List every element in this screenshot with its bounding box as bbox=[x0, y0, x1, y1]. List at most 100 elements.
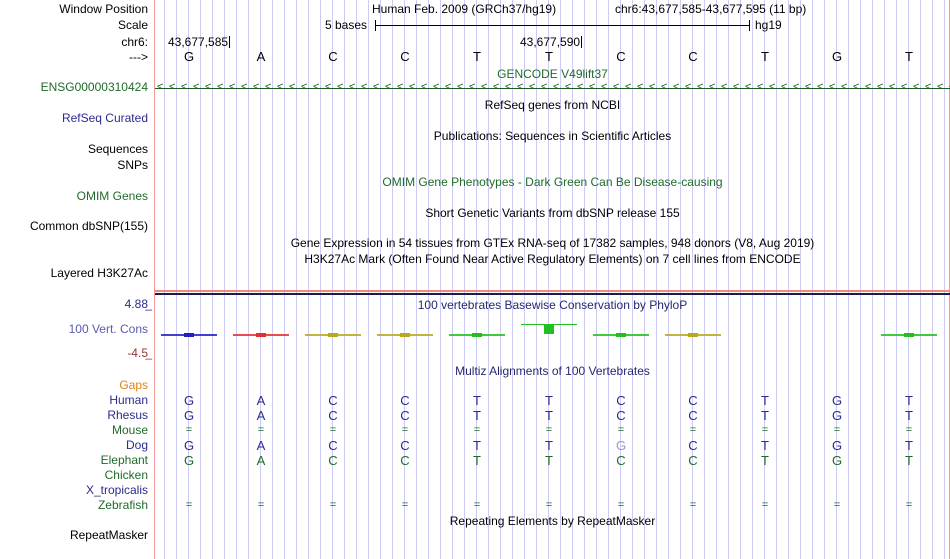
alignment-base: = bbox=[905, 424, 913, 436]
sidebar-item-vert-cons[interactable]: 100 Vert. Cons bbox=[68, 322, 148, 336]
strand-arrow-icon: < bbox=[157, 81, 164, 93]
alignment-base: = bbox=[329, 499, 337, 511]
ruler-base: C bbox=[616, 49, 626, 64]
sidebar-item-mouse[interactable]: Mouse bbox=[111, 423, 148, 437]
cons-max-tick: _ bbox=[145, 297, 152, 311]
panel-left-edge bbox=[154, 0, 155, 559]
strand-arrow-icon: < bbox=[733, 81, 740, 93]
strand-arrow-icon: < bbox=[937, 81, 944, 93]
alignment-base: T bbox=[761, 453, 769, 468]
phylop-tick bbox=[184, 333, 194, 337]
multiz-track-title[interactable]: Multiz Alignments of 100 Vertebrates bbox=[455, 364, 650, 378]
alignment-base: A bbox=[256, 438, 266, 453]
sidebar-item-dog[interactable]: Dog bbox=[125, 438, 148, 452]
strand-arrow-icon: < bbox=[769, 81, 776, 93]
alignment-base: G bbox=[183, 393, 195, 408]
alignment-base: C bbox=[328, 438, 338, 453]
strand-arrow-icon: < bbox=[817, 81, 824, 93]
alignment-base: G bbox=[831, 453, 843, 468]
cons-min-tick: _ bbox=[145, 346, 152, 360]
phylop-tick bbox=[472, 333, 482, 337]
alignment-base: = bbox=[473, 499, 481, 511]
sidebar-item-dbsnp[interactable]: Common dbSNP(155) bbox=[29, 219, 148, 233]
strand-arrow-icon: < bbox=[181, 81, 188, 93]
strand-arrow-icon: < bbox=[217, 81, 224, 93]
strand-arrow-icon: < bbox=[289, 81, 296, 93]
gencode-gene-line[interactable] bbox=[155, 88, 950, 89]
alignment-base: C bbox=[688, 408, 698, 423]
sidebar-item-gencode[interactable]: ENSG00000310424 bbox=[40, 80, 148, 94]
alignment-base: A bbox=[256, 408, 266, 423]
sidebar-item-rhesus[interactable]: Rhesus bbox=[107, 408, 148, 422]
strand-arrow-icon: < bbox=[793, 81, 800, 93]
sidebar-item-repeatmasker[interactable]: RepeatMasker bbox=[69, 528, 148, 542]
alignment-base: = bbox=[833, 424, 841, 436]
strand-arrow-icon: < bbox=[301, 81, 308, 93]
conservation-track-title[interactable]: 100 vertebrates Basewise Conservation by… bbox=[417, 298, 688, 312]
strand-arrow-icon: < bbox=[649, 81, 656, 93]
scale-text: 5 bases bbox=[325, 18, 368, 32]
alignment-base: C bbox=[328, 408, 338, 423]
strand-arrow-icon: < bbox=[433, 81, 440, 93]
alignment-base: C bbox=[400, 453, 410, 468]
phylop-tick bbox=[328, 333, 338, 337]
alignment-base: = bbox=[257, 499, 265, 511]
label-window-position: Window Position bbox=[59, 2, 148, 16]
ruler-base: T bbox=[545, 49, 553, 64]
alignment-base: T bbox=[545, 438, 553, 453]
sidebar-item-sequences[interactable]: Sequences bbox=[87, 142, 148, 156]
cons-max-value: 4.88 bbox=[124, 297, 148, 311]
sidebar-item-human[interactable]: Human bbox=[109, 393, 148, 407]
strand-arrow-icon: < bbox=[205, 81, 212, 93]
strand-arrow-icon: < bbox=[529, 81, 536, 93]
omim-track-title[interactable]: OMIM Gene Phenotypes - Dark Green Can Be… bbox=[382, 175, 723, 189]
refseq-track-title[interactable]: RefSeq genes from NCBI bbox=[484, 98, 621, 112]
alignment-base: C bbox=[400, 393, 410, 408]
dbsnp-track-title[interactable]: Short Genetic Variants from dbSNP releas… bbox=[425, 206, 680, 220]
alignment-base: = bbox=[617, 424, 625, 436]
ruler-base: G bbox=[183, 49, 195, 64]
alignment-base: = bbox=[545, 424, 553, 436]
strand-arrow-icon: < bbox=[325, 81, 332, 93]
encode-h3k27ac-track-title[interactable]: H3K27Ac Mark (Often Found Near Active Re… bbox=[304, 252, 801, 266]
sidebar-item-xtropicalis[interactable]: X_tropicalis bbox=[85, 483, 148, 497]
alignment-base: T bbox=[473, 408, 481, 423]
repeatmasker-track-title[interactable]: Repeating Elements by RepeatMasker bbox=[449, 514, 656, 528]
gencode-track-title[interactable]: GENCODE V49lift37 bbox=[497, 67, 608, 81]
alignment-base: = bbox=[617, 499, 625, 511]
gtex-track-title[interactable]: Gene Expression in 54 tissues from GTEx … bbox=[290, 236, 815, 250]
sidebar-item-omim[interactable]: OMIM Genes bbox=[76, 189, 148, 203]
strand-arrow-icon: < bbox=[505, 81, 512, 93]
strand-arrow-icon: < bbox=[757, 81, 764, 93]
strand-arrow-icon: < bbox=[385, 81, 392, 93]
publications-track-title[interactable]: Publications: Sequences in Scientific Ar… bbox=[433, 129, 672, 143]
alignment-base: T bbox=[905, 408, 913, 423]
alignment-base: T bbox=[761, 393, 769, 408]
strand-arrow-icon: < bbox=[361, 81, 368, 93]
alignment-base: G bbox=[831, 438, 843, 453]
sidebar-item-snps[interactable]: SNPs bbox=[117, 158, 148, 172]
sidebar-item-gaps[interactable]: Gaps bbox=[119, 378, 148, 392]
strand-arrow-icon: < bbox=[421, 81, 428, 93]
ruler-base: A bbox=[256, 49, 266, 64]
alignment-base: C bbox=[400, 408, 410, 423]
coord-mid: 43,677,590 bbox=[520, 35, 583, 49]
sidebar-item-elephant[interactable]: Elephant bbox=[100, 453, 148, 467]
label-scale: Scale bbox=[117, 18, 148, 32]
label-chrom: chr6: bbox=[121, 35, 148, 49]
sidebar-item-h3k27ac[interactable]: Layered H3K27Ac bbox=[50, 266, 148, 280]
sidebar-item-zebrafish[interactable]: Zebrafish bbox=[97, 498, 148, 512]
ruler-base: C bbox=[400, 49, 410, 64]
alignment-base: T bbox=[905, 393, 913, 408]
strand-arrow-icon: < bbox=[613, 81, 620, 93]
sidebar-item-chicken[interactable]: Chicken bbox=[104, 468, 148, 482]
sidebar-item-refseq[interactable]: RefSeq Curated bbox=[61, 111, 148, 125]
alignment-base: T bbox=[761, 438, 769, 453]
phylop-tick bbox=[904, 333, 914, 337]
strand-arrow-icon: < bbox=[553, 81, 560, 93]
alignment-base: C bbox=[400, 438, 410, 453]
strand-arrow-icon: < bbox=[577, 81, 584, 93]
alignment-base: = bbox=[689, 424, 697, 436]
alignment-base: = bbox=[257, 424, 265, 436]
strand-arrow-icon: < bbox=[865, 81, 872, 93]
